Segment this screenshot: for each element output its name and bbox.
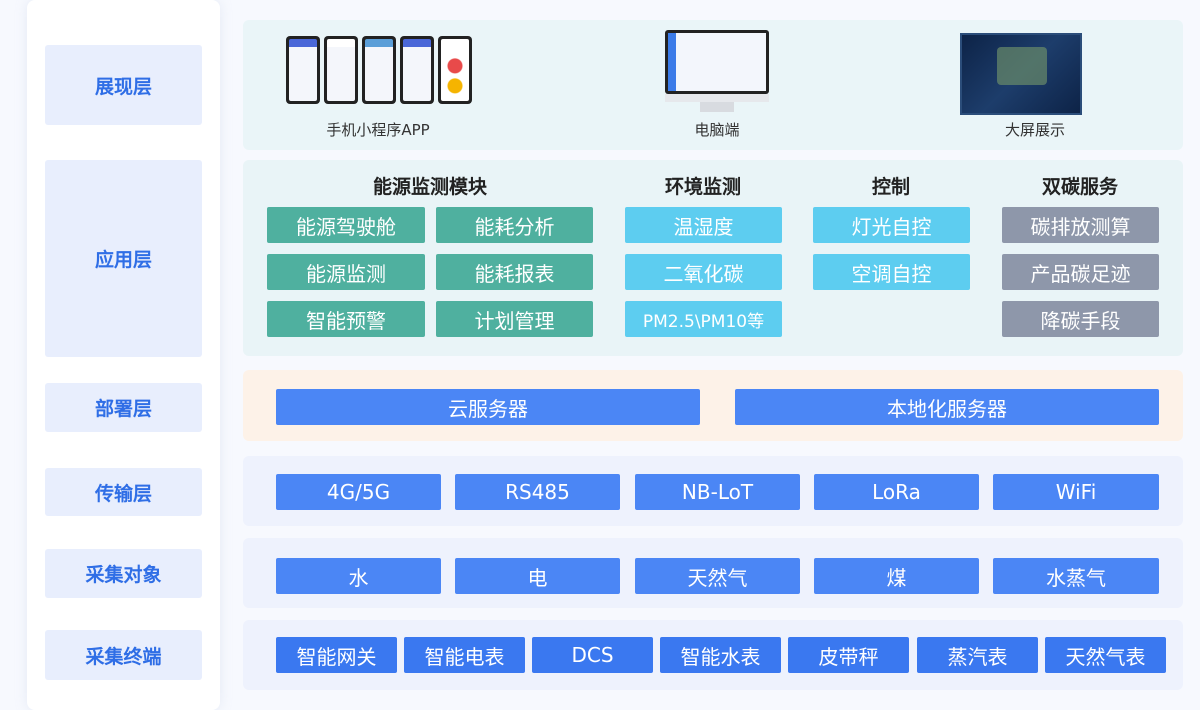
terminal-dcs[interactable]: DCS <box>532 637 653 673</box>
layer-label-application: 应用层 <box>45 160 202 357</box>
ac-control-button[interactable]: 空调自控 <box>813 254 970 290</box>
object-electricity[interactable]: 电 <box>455 558 620 594</box>
terminal-gateway[interactable]: 智能网关 <box>276 637 397 673</box>
carbon-emission-button[interactable]: 碳排放测算 <box>1002 207 1159 243</box>
terminal-steam-meter[interactable]: 蒸汽表 <box>917 637 1038 673</box>
terminal-water-meter[interactable]: 智能水表 <box>660 637 781 673</box>
bigscreen-caption: 大屏展示 <box>1004 121 1065 139</box>
object-steam[interactable]: 水蒸气 <box>993 558 1159 594</box>
pm-button[interactable]: PM2.5\PM10等 <box>625 301 782 337</box>
energy-cockpit-button[interactable]: 能源驾驶舱 <box>267 207 425 243</box>
transport-wifi[interactable]: WiFi <box>993 474 1159 510</box>
terminal-belt-scale[interactable]: 皮带秤 <box>788 637 909 673</box>
cloud-server-button[interactable]: 云服务器 <box>276 389 700 425</box>
layer-label-presentation: 展现层 <box>45 45 202 125</box>
energy-report-button[interactable]: 能耗报表 <box>436 254 593 290</box>
co2-button[interactable]: 二氧化碳 <box>625 254 782 290</box>
transport-nblot[interactable]: NB-LoT <box>635 474 800 510</box>
temp-humidity-button[interactable]: 温湿度 <box>625 207 782 243</box>
carbon-footprint-button[interactable]: 产品碳足迹 <box>1002 254 1159 290</box>
mobile-app-caption: 手机小程序APP <box>326 121 430 139</box>
control-title: 控制 <box>871 176 910 198</box>
plan-management-button[interactable]: 计划管理 <box>436 301 593 337</box>
object-gas[interactable]: 天然气 <box>635 558 800 594</box>
transport-4g5g[interactable]: 4G/5G <box>276 474 441 510</box>
local-server-button[interactable]: 本地化服务器 <box>735 389 1159 425</box>
layer-label-terminals: 采集终端 <box>45 630 202 680</box>
pc-caption: 电脑端 <box>694 121 740 139</box>
bigscreen-image <box>960 33 1082 115</box>
carbon-reduction-button[interactable]: 降碳手段 <box>1002 301 1159 337</box>
transport-lora[interactable]: LoRa <box>814 474 979 510</box>
light-control-button[interactable]: 灯光自控 <box>813 207 970 243</box>
layer-label-transport: 传输层 <box>45 468 202 516</box>
layer-label-deployment: 部署层 <box>45 383 202 432</box>
object-water[interactable]: 水 <box>276 558 441 594</box>
layer-label-objects: 采集对象 <box>45 549 202 598</box>
object-coal[interactable]: 煤 <box>814 558 979 594</box>
smart-alert-button[interactable]: 智能预警 <box>267 301 425 337</box>
carbon-title: 双碳服务 <box>1041 176 1118 198</box>
energy-module-title: 能源监测模块 <box>372 176 487 198</box>
terminal-electric-meter[interactable]: 智能电表 <box>404 637 525 673</box>
environment-title: 环境监测 <box>664 176 741 198</box>
energy-monitoring-button[interactable]: 能源监测 <box>267 254 425 290</box>
energy-analysis-button[interactable]: 能耗分析 <box>436 207 593 243</box>
transport-rs485[interactable]: RS485 <box>455 474 620 510</box>
terminal-gas-meter[interactable]: 天然气表 <box>1045 637 1166 673</box>
